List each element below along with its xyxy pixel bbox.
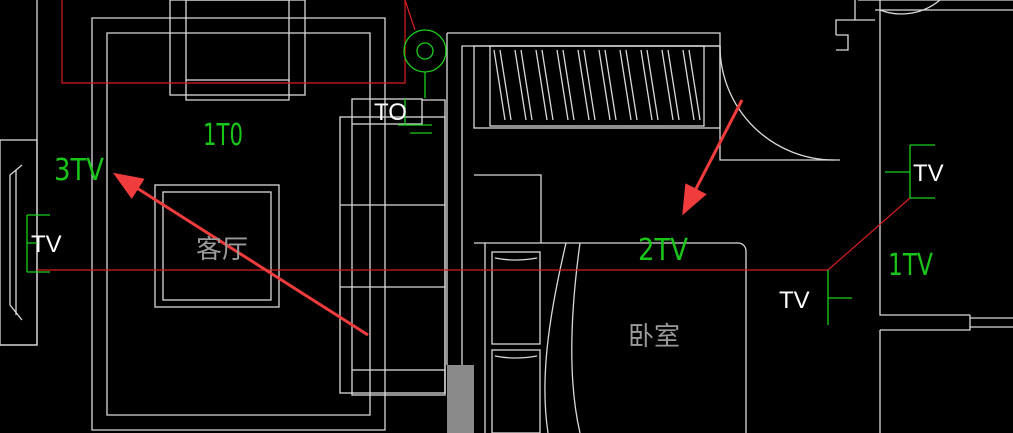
- outlet-symbols: [26, 29, 935, 325]
- label-right-tv: TV: [913, 160, 944, 187]
- cable-routes: [37, 0, 911, 271]
- label-1to: 1T0: [203, 118, 243, 153]
- label-1tv: 1TV: [888, 248, 933, 283]
- annotation-arrow-2tv: [682, 99, 744, 216]
- label-bedroom-tv: TV: [779, 287, 810, 314]
- label-2tv: 2TV: [638, 233, 689, 268]
- right-tv-outlet-icon: [885, 144, 935, 199]
- annotation-arrows: [112, 99, 744, 337]
- label-3tv: 3TV: [54, 153, 105, 188]
- ceiling-outlet-icon: [403, 29, 447, 98]
- label-left-tv: TV: [31, 231, 62, 258]
- label-to: TO: [374, 99, 407, 126]
- room-label-living: 客厅: [196, 235, 248, 265]
- bedroom-tv-outlet-icon: [827, 270, 852, 325]
- to-outlet-icon: [398, 98, 432, 134]
- annotation-arrow-3tv: [112, 172, 369, 337]
- left-tv-outlet-icon: [26, 214, 50, 273]
- room-label-bedroom: 卧室: [628, 322, 680, 352]
